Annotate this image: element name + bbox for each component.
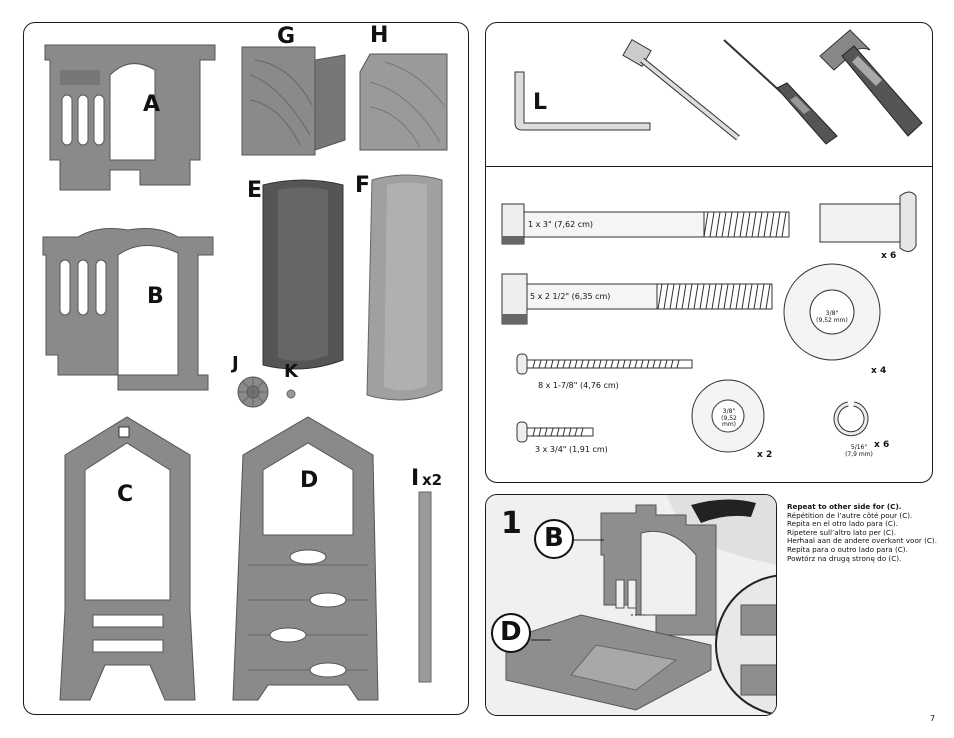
part-h-illustration: [359, 53, 448, 151]
part-h-label: H: [370, 23, 389, 48]
small-cap-quantity: x 2: [757, 450, 773, 460]
long-screw-size: 8 x 1-7/8" (4,76 cm): [538, 381, 619, 390]
part-d-label: D: [300, 468, 319, 493]
part-i-quantity: x2: [422, 471, 443, 489]
part-a-illustration: [44, 44, 216, 191]
long-bolt-icon: [501, 203, 790, 245]
part-k-illustration: [286, 389, 296, 399]
part-g-illustration: [241, 46, 346, 156]
part-f-illustration: [366, 174, 443, 401]
step-1-instructions: Repeat to other side for (C). Répétition…: [787, 502, 947, 563]
small-cap-mm: (9,52 mm): [721, 414, 737, 429]
instruction-fr: Répétition de l’autre côté pour (C).: [787, 510, 913, 520]
long-bolt-size: 1 x 3" (7,62 cm): [528, 220, 594, 229]
part-b-illustration: [42, 228, 214, 391]
part-b-label: B: [147, 284, 164, 309]
step-label-d: D: [500, 617, 522, 647]
small-cap-inch: 3/8": [722, 408, 736, 415]
tools-hardware-divider: [485, 166, 933, 167]
label-b-circle: [534, 519, 574, 559]
part-k-label: K: [284, 361, 298, 382]
part-i-label: I: [411, 466, 420, 491]
small-cap-icon: [691, 379, 765, 453]
ratchet-wrench-icon: [622, 39, 740, 141]
instruction-en: Repeat to other side for (C).: [787, 502, 902, 511]
part-c-label: C: [117, 482, 134, 507]
part-f-label: F: [355, 173, 371, 198]
part-d-illustration: [232, 416, 379, 701]
small-cap-size: 3/8" (9,52 mm): [714, 408, 744, 429]
part-c-illustration: [59, 416, 196, 701]
instruction-es: Repita en el otro lado para (C).: [787, 519, 898, 529]
page-number: 7: [930, 714, 936, 723]
step-1-panel: B D 1: [485, 494, 777, 716]
step-1-photo: [486, 495, 776, 715]
tool-l-label: L: [533, 90, 548, 115]
split-ring-quantity: x 6: [874, 440, 890, 450]
screwdriver-icon: [723, 39, 838, 145]
large-cap-size: 3/8" (9,52 mm): [814, 310, 850, 324]
part-e-illustration: [262, 179, 344, 370]
instruction-pl: Powtórz na drugą stronę do (C).: [787, 553, 902, 563]
long-screw-icon: [516, 353, 693, 375]
instruction-pt: Repita para o outro lado para (C).: [787, 544, 908, 554]
step-label-b: B: [544, 523, 564, 553]
part-g-label: G: [277, 24, 296, 49]
short-screw-icon: [516, 421, 594, 443]
large-cap-icon: [783, 263, 881, 361]
split-ring-size: 5/16" (7,9 mm): [844, 444, 874, 458]
instruction-nl: Herhaal aan de andere overkant voor (C).: [787, 536, 937, 546]
part-a-label: A: [143, 92, 161, 117]
short-bolt-icon: [501, 273, 773, 325]
part-j-label: J: [232, 353, 239, 374]
barrel-nut-quantity: x 6: [881, 251, 897, 261]
split-ring-inch: 5/16": [850, 444, 868, 451]
part-e-label: E: [247, 178, 263, 203]
large-cap-inch: 3/8": [825, 310, 839, 317]
short-bolt-size: 5 x 2 1/2" (6,35 cm): [530, 292, 611, 301]
part-j-illustration: [237, 376, 269, 408]
part-i-illustration: [418, 491, 432, 683]
split-ring-mm: (7,9 mm): [845, 450, 873, 458]
short-screw-size: 3 x 3/4" (1,91 cm): [535, 445, 608, 454]
instruction-it: Ripetere sull’altro lato per (C).: [787, 527, 897, 537]
barrel-nut-icon: [819, 191, 917, 252]
allen-key-icon: [514, 71, 651, 131]
hammer-icon: [819, 29, 923, 137]
step-number: 1: [501, 506, 522, 541]
label-d-circle: [491, 613, 531, 653]
large-cap-quantity: x 4: [871, 366, 887, 376]
large-cap-mm: (9,52 mm): [816, 316, 848, 324]
split-ring-icon: [833, 401, 869, 437]
